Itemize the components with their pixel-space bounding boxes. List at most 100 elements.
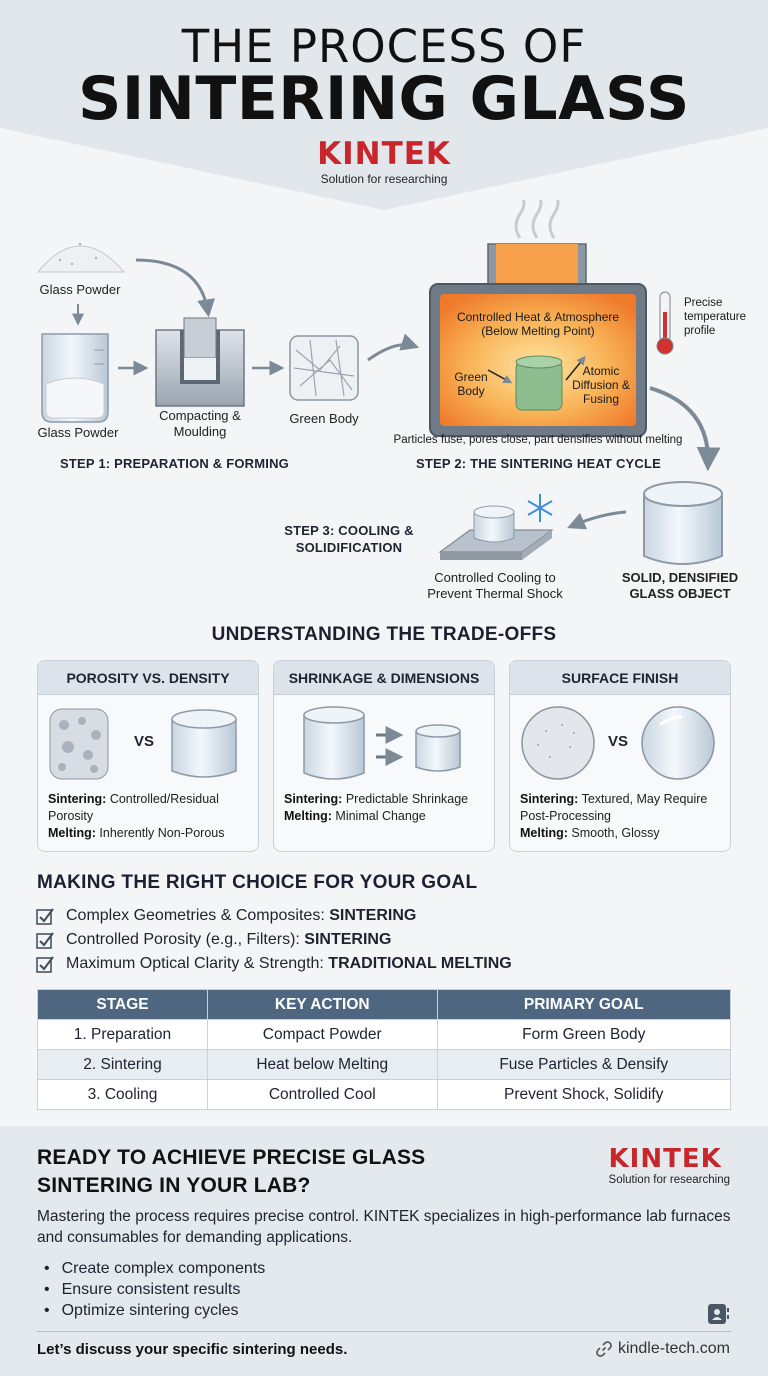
thermometer-label: Precise temperature profile — [684, 297, 747, 337]
process-diagram — [36, 200, 723, 565]
divider — [37, 1331, 731, 1332]
arrow-to-cooling-icon — [567, 510, 627, 530]
sinter-text: Textured, May Require Post-Processing — [520, 792, 708, 823]
cta-bullets: Create complex components Ensure consist… — [44, 1258, 266, 1321]
arrow-to-solid-icon — [649, 386, 721, 472]
card-title: POROSITY VS. DENSITY — [38, 661, 258, 695]
cta-section: READY TO ACHIEVE PRECISE GLASS SINTERING… — [0, 1126, 768, 1376]
melt-text: Smooth, Glossy — [571, 826, 660, 840]
solid-glass-object-icon — [643, 481, 723, 565]
melt-text: Inherently Non-Porous — [99, 826, 225, 840]
table-cell: 2. Sintering — [37, 1049, 208, 1080]
melt-text: Minimal Change — [335, 809, 426, 823]
sinter-label: Sintering: — [520, 792, 579, 806]
table-cell: Compact Powder — [206, 1019, 438, 1050]
cooling-plate-icon — [438, 505, 554, 560]
goal-choice: TRADITIONAL MELTING — [328, 955, 512, 972]
logo-tagline: Solution for researching — [320, 172, 448, 186]
table-cell: Fuse Particles & Densify — [436, 1049, 731, 1080]
melt-label: Melting: — [520, 826, 568, 840]
sinter-label: Sintering: — [284, 792, 343, 806]
goal-choice: SINTERING — [329, 907, 417, 924]
title-line-1: THE PROCESS OF — [181, 20, 587, 73]
melt-label: Melting: — [284, 809, 332, 823]
goal-text: Maximum Optical Clarity & Strength: — [66, 955, 329, 972]
cta-logo: KINTEK Solution for researching — [609, 1144, 730, 1186]
furnace-icon — [429, 200, 647, 437]
list-item: Create complex components — [44, 1258, 266, 1279]
snowflake-icon — [527, 494, 553, 522]
mould-icon — [155, 317, 245, 407]
porosity-comparison-icon — [49, 708, 237, 780]
sinter-text: Controlled/Residual Porosity — [48, 792, 219, 823]
step-1-label: STEP 1: PREPARATION & FORMING — [60, 456, 289, 471]
goal-choice: SINTERING — [304, 931, 392, 948]
checkbox-checked-icon — [36, 908, 54, 925]
list-item: Optimize sintering cycles — [44, 1300, 265, 1321]
table-header-cell: KEY ACTION — [206, 989, 438, 1020]
table-cell: 3. Cooling — [37, 1079, 208, 1110]
summary-table: STAGE KEY ACTION PRIMARY GOAL 1. Prepara… — [37, 989, 731, 1110]
furnace-green-body-label: Green Body — [454, 370, 488, 398]
shrinkage-comparison-icon — [303, 706, 461, 780]
list-item: Ensure consistent results — [44, 1279, 265, 1300]
card-text: Sintering: Controlled/Residual Porosity … — [48, 791, 252, 842]
label-glass-powder-top: Glass Powder — [39, 282, 121, 297]
goal-item: Complex Geometries & Composites: SINTERI… — [36, 904, 512, 928]
furnace-diffusion-label: Atomic Diffusion & Fusing — [572, 364, 630, 406]
furnace-caption: Particles fuse, pores close, part densif… — [393, 434, 683, 446]
contact-card-icon[interactable] — [706, 1302, 730, 1326]
step-2-label: STEP 2: THE SINTERING HEAT CYCLE — [416, 456, 662, 471]
tradeoff-card-surface: SURFACE FINISH VS Sintering: Textured, M… — [509, 660, 731, 852]
goal-text: Complex Geometries & Composites: — [66, 907, 330, 924]
sinter-text: Predictable Shrinkage — [345, 792, 469, 806]
table-header-cell: STAGE — [37, 989, 208, 1020]
cta-footer-text: Let’s discuss your specific sintering ne… — [37, 1341, 348, 1358]
goal-item: Controlled Porosity (e.g., Filters): SIN… — [36, 928, 512, 952]
sinter-label: Sintering: — [48, 792, 107, 806]
thermometer-icon — [656, 291, 674, 355]
link-icon — [596, 1341, 612, 1357]
tradeoffs-heading: UNDERSTANDING THE TRADE-OFFS — [211, 624, 557, 645]
label-cooling: Controlled Cooling to Prevent Thermal Sh… — [427, 570, 563, 601]
step-3-label: STEP 3: COOLING & SOLIDIFICATION — [284, 523, 414, 555]
goal-text: Controlled Porosity (e.g., Filters): — [66, 931, 305, 948]
surface-comparison-icon — [521, 706, 715, 780]
powder-pile-icon — [36, 242, 126, 273]
table-cell: Controlled Cool — [206, 1079, 438, 1110]
table-cell: Prevent Shock, Solidify — [436, 1079, 731, 1110]
label-green-body: Green Body — [289, 411, 359, 426]
goal-item: Maximum Optical Clarity & Strength: TRAD… — [36, 952, 512, 976]
website-link-text[interactable]: kindle-tech.com — [617, 1340, 730, 1357]
table-cell: Form Green Body — [436, 1019, 731, 1050]
green-body-icon — [289, 335, 359, 401]
header-logo: KINTEK Solution for researching — [0, 136, 768, 186]
table-header-row: STAGE KEY ACTION PRIMARY GOAL — [37, 989, 731, 1020]
label-solid-object: SOLID, DENSIFIED GLASS OBJECT — [621, 570, 739, 601]
card-text: Sintering: Predictable Shrinkage Melting… — [284, 791, 488, 825]
tradeoff-card-shrinkage: SHRINKAGE & DIMENSIONS Sintering: Predic… — [273, 660, 495, 852]
cta-title: READY TO ACHIEVE PRECISE GLASS SINTERING… — [37, 1146, 426, 1197]
label-glass-powder-beaker: Glass Powder — [37, 425, 119, 440]
checkbox-checked-icon — [36, 956, 54, 973]
table-cell: 1. Preparation — [37, 1019, 208, 1050]
table-row: 1. Preparation Compact Powder Form Green… — [37, 1019, 731, 1050]
beaker-icon — [41, 333, 109, 423]
card-title: SHRINKAGE & DIMENSIONS — [274, 661, 494, 695]
logo-wordmark: KINTEK — [608, 1144, 722, 1174]
label-compacting: Compacting & Moulding — [159, 408, 241, 439]
logo-tagline: Solution for researching — [608, 1174, 730, 1186]
cta-body: Mastering the process requires precise c… — [37, 1208, 731, 1246]
website-link[interactable]: kindle-tech.com — [595, 1340, 730, 1358]
logo-wordmark: KINTEK — [317, 136, 451, 172]
table-row: 2. Sintering Heat below Melting Fuse Par… — [37, 1049, 731, 1080]
table-cell: Heat below Melting — [206, 1049, 438, 1080]
melt-label: Melting: — [48, 826, 96, 840]
header: THE PROCESS OF SINTERING GLASS KINTEK So… — [0, 0, 768, 215]
goal-list: Complex Geometries & Composites: SINTERI… — [36, 904, 512, 976]
table-row: 3. Cooling Controlled Cool Prevent Shock… — [37, 1079, 731, 1110]
header-background — [0, 0, 768, 210]
card-text: Sintering: Textured, May Require Post-Pr… — [520, 791, 724, 842]
title-line-2: SINTERING GLASS — [78, 64, 690, 134]
card-title: SURFACE FINISH — [510, 661, 730, 695]
